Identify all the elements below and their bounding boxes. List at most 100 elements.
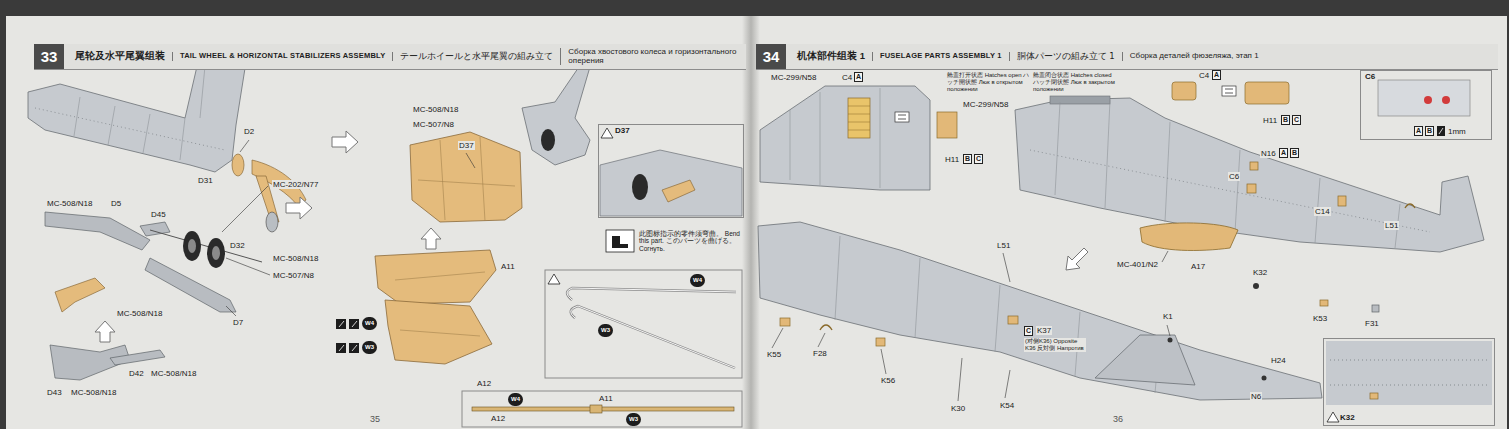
tail-fuselage xyxy=(541,129,555,151)
inset-illustration xyxy=(567,288,736,300)
strut-part xyxy=(212,246,220,260)
swap-symbol xyxy=(895,112,909,122)
color-code: MC-299/N58 xyxy=(962,100,1009,109)
sprue-letter: B xyxy=(1290,148,1299,158)
part-number: C14 xyxy=(1314,207,1331,216)
main-fuselage xyxy=(1330,360,1488,385)
strut-part xyxy=(183,231,201,261)
step-arrow xyxy=(332,131,358,153)
fuselage-inset xyxy=(848,98,870,138)
main-fuselage xyxy=(1050,96,1110,104)
page-background xyxy=(6,16,752,429)
leader-line xyxy=(1005,370,1010,398)
page-number: 36 xyxy=(1112,414,1124,424)
sprue-letter: A xyxy=(1414,126,1423,136)
leader-line xyxy=(222,140,1170,401)
step-title: Сборка хвостового колеса и горизонтально… xyxy=(560,48,745,66)
part-number: K37 xyxy=(1036,326,1052,335)
part-number: A12 xyxy=(490,414,506,423)
main-fuselage xyxy=(1442,96,1450,104)
color-code: MC-508/N18 xyxy=(412,105,459,114)
part-number: D37 xyxy=(458,141,475,150)
part-number: C6 xyxy=(1228,172,1240,181)
small-part xyxy=(1370,393,1378,399)
part-number: D7 xyxy=(232,318,244,327)
part-number: K30 xyxy=(950,404,966,413)
step-arrow xyxy=(421,228,441,249)
leader-line xyxy=(1162,251,1168,262)
small-part xyxy=(1320,300,1328,306)
part-number: K56 xyxy=(880,376,896,385)
part-number: H11 xyxy=(944,155,960,164)
leader-line xyxy=(1167,325,1170,336)
step-header: 尾轮及水平尾翼组装TAIL WHEEL & HORIZONTAL STABILI… xyxy=(34,44,746,70)
instruction-note: 此图标指示的零件须弯曲。 Bend this part. このパーツを曲げる。 … xyxy=(638,230,742,252)
part-number: C4 xyxy=(841,73,853,82)
part-number: H24 xyxy=(1270,356,1287,365)
leader-line xyxy=(1003,253,1010,282)
color-code: MC-299/N58 xyxy=(770,73,817,82)
part-number: L51 xyxy=(1384,221,1399,230)
inset-illustration xyxy=(662,180,695,202)
inset-illustration xyxy=(571,306,735,368)
state-note: 舱盖闭合状态 Hatches closed ハッチ閉状態 Люк в закры… xyxy=(1032,72,1118,93)
tail-fuselage xyxy=(522,58,592,165)
warning-icon xyxy=(606,230,634,252)
main-fuselage xyxy=(758,80,1492,405)
part-number: H11 xyxy=(1262,116,1278,125)
strut-part xyxy=(110,350,165,365)
tail-fuselage xyxy=(35,108,225,150)
inset-label: K32 xyxy=(1324,412,1359,425)
part-number: L51 xyxy=(996,241,1011,250)
color-code: MC-508/N18 xyxy=(46,199,93,208)
part-number: D2 xyxy=(243,127,255,136)
stabilizer-part xyxy=(375,132,522,364)
strut-part xyxy=(188,239,196,253)
sprue-letter: C xyxy=(974,154,983,164)
small-part xyxy=(780,82,1415,399)
sprue-letter: A xyxy=(1279,148,1288,158)
warning-icon xyxy=(1327,412,1339,422)
small-part xyxy=(1253,283,1259,289)
step-number: 33 xyxy=(34,44,64,69)
part-number: K53 xyxy=(1312,314,1328,323)
step-title: Сборка деталей фюзеляжа, этап 1 xyxy=(1122,52,1266,61)
swap-symbol xyxy=(898,115,906,119)
state-note: (对侧K36) Opposite K36 反対側 Напротив xyxy=(1024,338,1086,352)
color-code: MC-508/N18 xyxy=(150,369,197,378)
main-fuselage xyxy=(1424,96,1432,104)
strut-part xyxy=(140,222,170,236)
step-arrow xyxy=(286,197,312,219)
fuselage-inset xyxy=(848,106,870,130)
state-note: 舱盖打开状态 Hatches open ハッチ開状態 Люк в открыто… xyxy=(946,72,1032,93)
leader-line xyxy=(818,333,825,347)
part-number: C4 xyxy=(1198,71,1210,80)
inset-label: D37 xyxy=(599,125,634,138)
inset-illustration xyxy=(462,150,742,427)
small-part xyxy=(1405,204,1415,208)
swap-symbol xyxy=(1222,86,1236,96)
paint-code: W4 xyxy=(690,274,705,287)
warning-icon xyxy=(601,128,613,138)
main-fuselage xyxy=(758,222,1322,400)
step-title: TAIL WHEEL & HORIZONTAL STABILIZERS ASSE… xyxy=(172,52,392,60)
strut-part xyxy=(45,212,262,380)
page-background xyxy=(742,16,760,429)
strut-part xyxy=(150,230,262,262)
paint-code: W4 xyxy=(362,317,377,330)
paint-code: W3 xyxy=(598,324,613,337)
part-number: K1 xyxy=(1162,312,1174,321)
main-fuselage xyxy=(1095,335,1195,385)
tail-wheel-part xyxy=(232,154,244,176)
tail-fuselage xyxy=(522,58,592,165)
step-header: 机体部件组装 1FUSELAGE PARTS ASSEMBLY 1胴体パーツの組… xyxy=(756,44,1498,70)
part-number: 1mm xyxy=(1447,127,1467,136)
tail-wheel-part xyxy=(266,212,278,232)
inset-illustration xyxy=(567,288,736,300)
small-part xyxy=(876,338,885,346)
strut-part xyxy=(145,258,236,312)
leader-line xyxy=(226,306,236,316)
tail-fuselage xyxy=(28,62,246,172)
inset-illustration xyxy=(462,391,742,427)
step-title: 尾轮及水平尾翼组装 xyxy=(68,51,172,61)
